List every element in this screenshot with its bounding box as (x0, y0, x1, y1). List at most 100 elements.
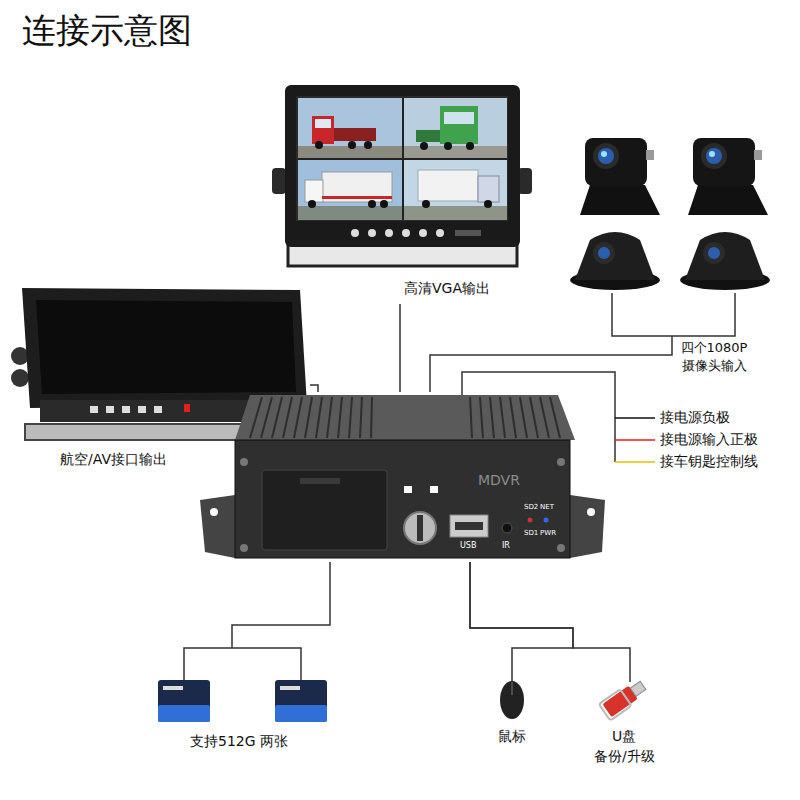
connector-line (310, 385, 318, 392)
device-label-wrap: MDVR (478, 472, 520, 489)
dome-camera (593, 242, 615, 264)
device-label-wrap: 备份/升级 (594, 748, 655, 765)
mdvr-unit (305, 397, 312, 438)
mdvr-unit (528, 518, 533, 523)
vga-monitor (296, 96, 508, 221)
mdvr-unit (283, 397, 292, 438)
device-label-wrap: PWR (540, 529, 556, 537)
mdvr-unit (520, 397, 527, 438)
vga-monitor (422, 200, 430, 208)
dome-camera (598, 247, 610, 259)
device-node: 支持512G 两张 (150, 640, 335, 755)
usb-stick (599, 689, 632, 720)
sd-cards (158, 640, 327, 722)
device-label-wrap: 支持512G 两张 (190, 733, 288, 750)
box-camera (693, 138, 755, 186)
sd-cards (275, 680, 327, 722)
vga-monitor (466, 142, 474, 150)
sd-cards (275, 705, 327, 722)
mdvr-unit (240, 544, 248, 552)
usb-stick (599, 668, 649, 721)
vga-monitor (315, 141, 323, 149)
vga-monitor (298, 160, 402, 220)
dome-camera (680, 232, 770, 290)
device-node: MDVRUSBIRSD2NETSD1PWR (195, 392, 610, 562)
sd-cards (158, 705, 210, 722)
mdvr-unit (587, 508, 595, 516)
device-label-wrap: 四个1080P 摄像头输入 (674, 339, 754, 374)
av-monitor (22, 288, 307, 408)
mdvr-unit (550, 397, 560, 438)
wire-label-wrap: 接电源输入正极 (660, 431, 758, 448)
device-label: USB (460, 541, 476, 551)
device-node: 四个1080P 摄像头输入 (570, 125, 775, 387)
box-camera (585, 138, 647, 186)
mdvr-unit (316, 397, 322, 438)
power-wires (615, 417, 655, 419)
vga-monitor (518, 168, 532, 194)
mdvr-unit (500, 397, 505, 438)
vga-monitor (402, 229, 410, 237)
device-label: 备份/升级 (594, 748, 655, 765)
usb-stick (629, 668, 631, 682)
av-monitor (138, 406, 146, 413)
device-node: 高清VGA输出 (272, 82, 534, 304)
connector-line (470, 562, 630, 668)
vga-monitor (334, 128, 376, 141)
connector-line (430, 355, 570, 392)
vga-monitor (404, 160, 507, 220)
device-label: 支持512G 两张 (190, 733, 288, 750)
mdvr-unit (240, 458, 248, 466)
device-label: SD2 (524, 503, 538, 511)
box-camera (598, 148, 614, 164)
wire-label: 接电源负极 (660, 409, 730, 426)
mdvr-unit (250, 397, 262, 438)
mouse (512, 682, 513, 695)
mdvr-unit (235, 395, 575, 440)
mdvr-unit (360, 397, 362, 438)
wire-label-wrap: 接车钥匙控制线 (660, 453, 758, 470)
box-camera (706, 148, 722, 164)
av-monitor (122, 406, 130, 413)
sd-cards (158, 680, 210, 722)
mdvr-unit (235, 440, 570, 558)
vga-monitor (348, 141, 356, 149)
usb-stick (630, 681, 646, 696)
vga-monitor (315, 119, 331, 128)
camera-wires (570, 336, 672, 355)
mdvr-unit (294, 397, 302, 438)
vga-monitor (455, 230, 481, 236)
vga-monitor (404, 146, 507, 158)
connector-line (470, 562, 573, 668)
device-label: MDVR (478, 472, 520, 489)
device-node: 航空/AV接口输出 (12, 282, 310, 482)
vga-monitor (444, 112, 474, 124)
connector-line (399, 304, 401, 392)
vga-monitor (308, 200, 316, 208)
device-label-wrap: USB (460, 541, 476, 551)
device-label: 四个1080P 摄像头输入 (674, 339, 754, 374)
mdvr-unit (570, 495, 605, 558)
camera-wires (612, 293, 735, 336)
mdvr-unit (470, 397, 472, 438)
mdvr-unit (327, 397, 332, 438)
mdvr-unit (300, 478, 340, 484)
sd-cards (280, 686, 300, 690)
vga-monitor (272, 168, 286, 194)
sd-cards (163, 686, 183, 690)
box-camera (701, 143, 727, 169)
power-wires (615, 439, 655, 441)
mdvr-unit (510, 397, 516, 438)
dome-camera (685, 232, 765, 280)
device-label: 高清VGA输出 (404, 280, 490, 297)
mdvr-unit (338, 397, 342, 438)
av-monitor (11, 369, 29, 387)
mouse (500, 681, 524, 719)
mdvr-unit (200, 395, 605, 558)
vga-monitor (404, 206, 507, 220)
mdvr-unit (455, 522, 483, 530)
mdvr-unit (430, 486, 438, 493)
box-camera (580, 185, 660, 215)
mdvr-unit (404, 512, 436, 544)
